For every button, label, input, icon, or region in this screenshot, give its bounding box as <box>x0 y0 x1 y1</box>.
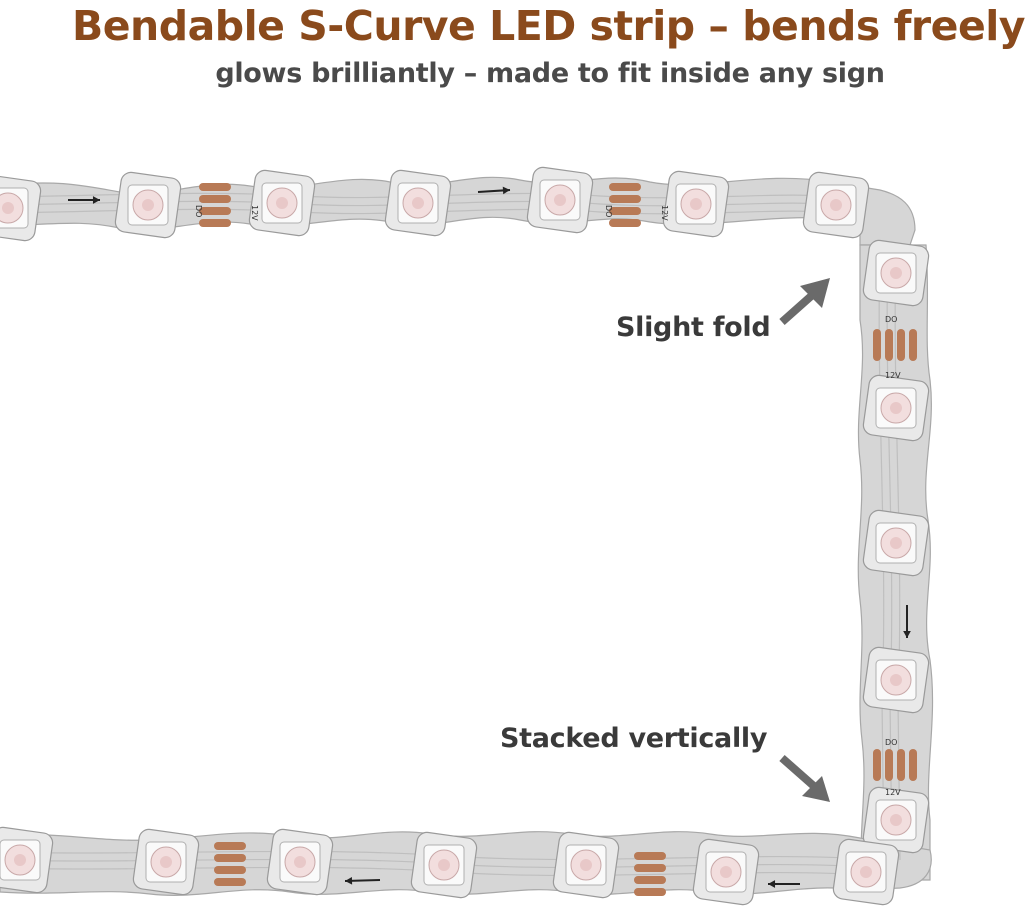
led-chip <box>662 170 730 238</box>
solder-pad-group <box>199 183 231 227</box>
page-subtitle: glows brilliantly – made to fit inside a… <box>215 58 885 89</box>
led-chip <box>410 831 478 899</box>
led-chip <box>114 171 182 239</box>
led-chip <box>862 646 930 714</box>
callout-arrow-icon <box>779 278 830 325</box>
pad-label: DO <box>885 738 897 747</box>
direction-arrows <box>68 186 911 888</box>
led-chip <box>862 509 930 577</box>
led-chip <box>266 828 334 896</box>
solder-pad-group <box>214 842 246 886</box>
led-chip <box>384 169 452 237</box>
led-chip <box>552 831 620 899</box>
led-chip <box>862 374 930 442</box>
pad-label: DO <box>194 205 203 217</box>
led-chip <box>862 239 930 307</box>
direction-arrow-icon <box>903 605 911 638</box>
led-chip <box>832 838 900 906</box>
solder-pad-group <box>873 749 917 781</box>
direction-arrow-icon <box>344 876 381 885</box>
solder-pad-group <box>873 329 917 361</box>
led-chip <box>0 174 42 242</box>
led-chips <box>0 166 930 906</box>
direction-arrow-icon <box>768 880 800 888</box>
solder-pad-group <box>634 852 666 896</box>
led-chip <box>132 828 200 896</box>
direction-arrow-icon <box>477 186 511 195</box>
pad-label: 12V <box>660 205 669 221</box>
callout-stacked-vertically: Stacked vertically <box>500 723 768 754</box>
pad-label: DO <box>604 205 613 217</box>
callout-slight-fold: Slight fold <box>616 312 771 343</box>
led-chip <box>526 166 594 234</box>
led-chip <box>692 838 760 906</box>
led-chip <box>0 826 54 894</box>
direction-arrow-icon <box>68 196 100 204</box>
pad-label: 12V <box>885 788 901 797</box>
pad-label: 12V <box>885 371 901 380</box>
pad-label: DO <box>885 315 897 324</box>
led-chip <box>862 786 930 854</box>
callout-arrow-icon <box>779 755 830 802</box>
page-title: Bendable S-Curve LED strip – bends freel… <box>72 2 1026 50</box>
led-chip <box>248 169 316 237</box>
solder-pad-group <box>609 183 641 227</box>
solder-pads: DO DO 12V 12V DO DO 12V 12V <box>194 183 917 896</box>
strip-traces <box>0 192 901 877</box>
pad-label: 12V <box>250 205 259 221</box>
led-chip <box>802 171 870 239</box>
